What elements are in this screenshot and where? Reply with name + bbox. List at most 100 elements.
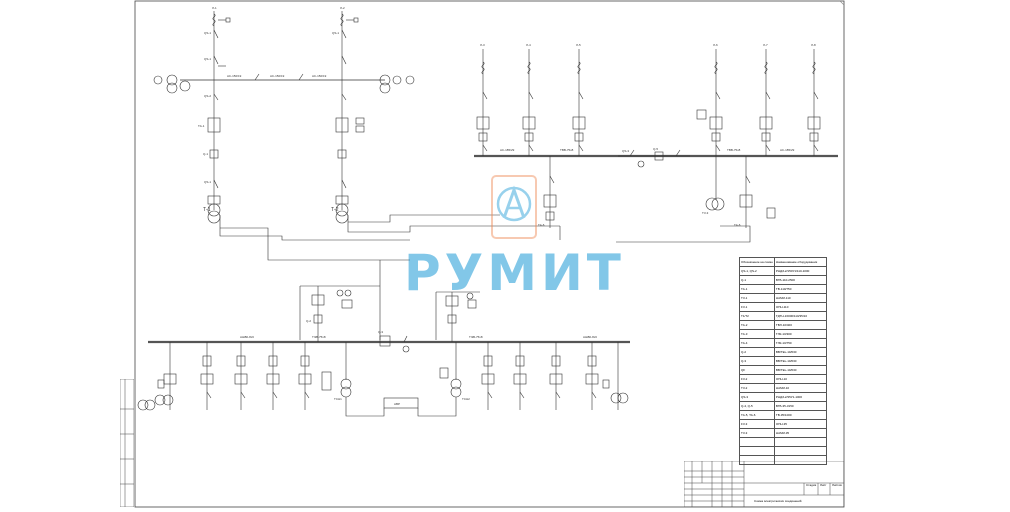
legend-cell-designation: QF xyxy=(739,365,775,375)
legend-cell-designation: ТV-3 xyxy=(739,428,775,438)
feeder-35-l6: Л-6 xyxy=(696,43,723,156)
legend-cell-designation: FV-1 xyxy=(739,302,775,312)
legend-cell-equipment: ОПН-10 xyxy=(773,374,828,384)
legend-row xyxy=(739,437,828,447)
svg-text:Т-2: Т-2 xyxy=(331,207,339,213)
equipment-legend-table: Обозначение на схеме Наименование оборуд… xyxy=(739,257,828,465)
svg-text:Т-1: Т-1 xyxy=(203,207,211,213)
legend-cell-designation: QS-3 xyxy=(739,392,775,402)
legend-cell-designation: ТА-4 xyxy=(739,338,775,348)
svg-text:ТV-3: ТV-3 xyxy=(702,211,709,215)
legend-cell-designation: FV-2 xyxy=(739,374,775,384)
stamp-sheets-label: Листов xyxy=(832,483,842,487)
legend-cell-equipment: ТЛК-10/300 xyxy=(773,329,828,339)
incomer-10-1: Q-2 xyxy=(306,286,353,342)
watermark-text: РУМИТ xyxy=(404,244,625,302)
legend-cell-equipment: НАМИ-10 xyxy=(773,383,828,393)
legend-cell-designation: Q-4, Q-5 xyxy=(739,401,775,411)
stamp-sheet-name: Схема электрических соединений xyxy=(754,499,802,503)
legend-cell-designation: ТV-1 xyxy=(739,293,775,303)
binding-strip xyxy=(120,379,134,507)
legend-cell-designation: Q-3 xyxy=(739,356,775,366)
feeder-35-l7: Л-7 xyxy=(759,43,773,156)
legend-cell-equipment: ВГБ-35-3150 xyxy=(773,401,828,411)
svg-text:ТВВ-75х8: ТВВ-75х8 xyxy=(727,148,741,152)
legend-cell-equipment: ВВ/TEL-10/630 xyxy=(773,347,828,357)
legend-cell-designation: ТА-1 xyxy=(739,284,775,294)
line-110-l1: Л-1 QS-1 QS-1 QS-2 ТА-1 Q-1 QS-1 Т-1 xyxy=(198,6,231,224)
svg-text:Q-1: Q-1 xyxy=(203,152,208,156)
legend-cell-designation: FV-3 xyxy=(739,419,775,429)
svg-text:ТА-6: ТА-6 xyxy=(538,223,545,227)
legend-cell-equipment: ТВ-35/1000 xyxy=(773,410,828,420)
feeder-35-l4: Л-4 xyxy=(522,43,536,156)
legend-cell-equipment: ВВ/TEL-10/630 xyxy=(773,365,828,375)
legend-cell-designation: ТА-2 xyxy=(739,320,775,330)
legend-cell-equipment: ВГБ-110-2500 xyxy=(773,275,828,285)
legend-cell-equipment: ТДТН-16000/110/35/10 xyxy=(773,311,828,321)
svg-text:АШ80-8х6: АШ80-8х6 xyxy=(240,335,254,339)
svg-text:ТА-6: ТА-6 xyxy=(734,223,741,227)
svg-text:Л-3: Л-3 xyxy=(480,43,485,47)
legend-cell-designation xyxy=(739,437,775,447)
feeder-10-left: ТСН1 xyxy=(137,342,352,411)
vt-35: ТV-3 xyxy=(702,156,725,215)
legend-cell-equipment: ТВЛ-10/400 xyxy=(773,320,828,330)
stamp-sheet-label: Лист xyxy=(820,483,827,487)
svg-text:Л-6: Л-6 xyxy=(713,43,718,47)
legend-cell-designation: Q-1 xyxy=(739,275,775,285)
legend-row xyxy=(739,446,828,456)
svg-text:Q-2: Q-2 xyxy=(306,319,311,323)
legend-cell-equipment: ОПН-35 xyxy=(773,419,828,429)
legend-cell-equipment xyxy=(773,437,828,447)
section-110kv: Л-1 QS-1 QS-1 QS-2 ТА-1 Q-1 QS-1 Т-1 Л-2 xyxy=(153,6,415,224)
sheet-frame xyxy=(134,0,845,508)
legend-header-designation: Обозначение на схеме xyxy=(739,257,775,267)
svg-text:ТЭВ-75х8: ТЭВ-75х8 xyxy=(312,335,326,339)
svg-text:АС-150/19: АС-150/19 xyxy=(312,74,327,78)
feeder-35-l3: Л-3 xyxy=(476,43,490,156)
svg-text:ТВВ-75х8: ТВВ-75х8 xyxy=(560,148,574,152)
avr-block: АВР xyxy=(345,397,457,417)
svg-text:АВР: АВР xyxy=(394,402,400,406)
transformer-cables xyxy=(219,214,751,340)
svg-text:АС-185/29: АС-185/29 xyxy=(500,148,515,152)
svg-text:ТА-1: ТА-1 xyxy=(198,124,205,128)
svg-text:АС-185/29: АС-185/29 xyxy=(780,148,795,152)
section-35kv: АС-185/29 ТВВ-75х8 ТВВ-75х8 АС-185/29 Л-… xyxy=(474,43,838,228)
svg-text:QS-2: QS-2 xyxy=(204,94,211,98)
legend-cell-designation: ТА-5, ТА-6 xyxy=(739,410,775,420)
svg-text:QS-3: QS-3 xyxy=(622,149,629,153)
svg-text:QS-1: QS-1 xyxy=(204,57,211,61)
svg-text:Л-4: Л-4 xyxy=(526,43,531,47)
svg-text:QS-1: QS-1 xyxy=(204,180,211,184)
transformer-cell-35-1: ТА-6 xyxy=(538,156,557,228)
feeder-35-l5: Л-5 xyxy=(572,43,586,156)
svg-text:Л-2: Л-2 xyxy=(340,6,345,10)
title-block-stamp: Стадия Лист Листов Схема электрических с… xyxy=(683,460,845,508)
svg-text:АС-150/19: АС-150/19 xyxy=(270,74,285,78)
legend-cell-equipment: НАМИ-35 xyxy=(773,428,828,438)
legend-cell-designation: ТV-2 xyxy=(739,383,775,393)
sectional-breaker-35: QS-3 Q-5 xyxy=(618,147,690,168)
section-10kv: АШ80-8х6 ТЭВ-75х8 ТЭВ-75х8 АШ80-8х6 Q-3 … xyxy=(137,286,630,417)
legend-cell-designation xyxy=(739,446,775,456)
svg-text:Q-5: Q-5 xyxy=(653,147,658,151)
legend-cell-designation: Т1/Т2 xyxy=(739,311,775,321)
svg-text:Л-7: Л-7 xyxy=(763,43,768,47)
svg-text:АС-150/19: АС-150/19 xyxy=(227,74,242,78)
